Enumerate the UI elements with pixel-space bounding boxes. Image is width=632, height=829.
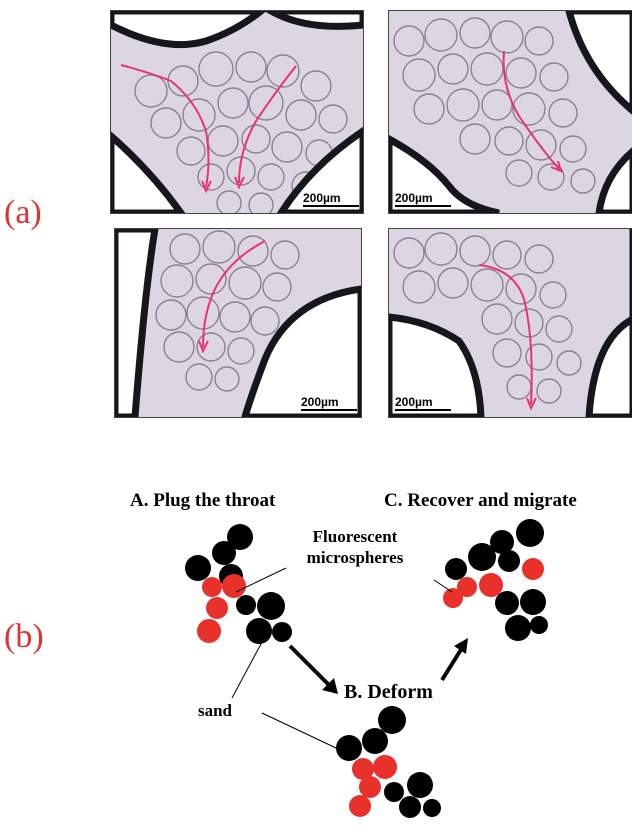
scale-bar-3: 200µm <box>301 395 357 411</box>
sand-label: sand <box>197 701 233 720</box>
step-b-heading: B. Deform <box>344 681 433 703</box>
panel-label-b: (b) <box>4 618 44 655</box>
scale-bar-label: 200µm <box>303 191 341 205</box>
step-a-heading: A. Plug the throat <box>130 490 276 511</box>
micrograph-2: 200µm <box>388 10 632 214</box>
scale-bar-2: 200µm <box>395 191 451 207</box>
arrow-a-to-b <box>288 644 338 694</box>
arrow-b-to-c <box>440 638 468 682</box>
micrograph-1: 200µm <box>110 10 364 214</box>
scale-bar-1: 200µm <box>303 191 359 207</box>
scale-bar-label: 200µm <box>301 395 339 409</box>
process-schematic <box>185 519 548 818</box>
step-c-heading: C. Recover and migrate <box>384 490 577 511</box>
micrograph-1-image <box>111 11 363 213</box>
cluster-plug-throat <box>185 524 292 644</box>
cluster-deform <box>336 706 441 818</box>
scale-bar-4: 200µm <box>395 395 451 411</box>
cluster-recover-migrate <box>443 519 548 641</box>
micrograph-3-image <box>115 229 361 417</box>
fluorescent-label-line1: Fluorescent <box>312 527 398 546</box>
fluorescent-label-line2: microspheres <box>306 548 404 567</box>
scale-bar-line <box>303 205 359 207</box>
micrograph-4-image <box>389 229 632 417</box>
scale-bar-label: 200µm <box>395 191 433 205</box>
scale-bar-label: 200µm <box>395 395 433 409</box>
leader-fluor-a <box>235 567 287 593</box>
leader-sand-b <box>261 712 337 749</box>
fluorescent-microspheres-label: Fluorescent microspheres <box>290 526 420 568</box>
scale-bar-line <box>301 409 357 411</box>
micrograph-3: 200µm <box>114 228 362 418</box>
micrograph-4: 200µm <box>388 228 632 418</box>
scale-bar-line <box>395 205 451 207</box>
scale-bar-line <box>395 409 451 411</box>
panel-label-a: (a) <box>4 194 42 231</box>
micrograph-2-image <box>389 11 632 213</box>
leader-sand-a <box>231 641 263 699</box>
leader-fluor-c <box>433 579 453 593</box>
